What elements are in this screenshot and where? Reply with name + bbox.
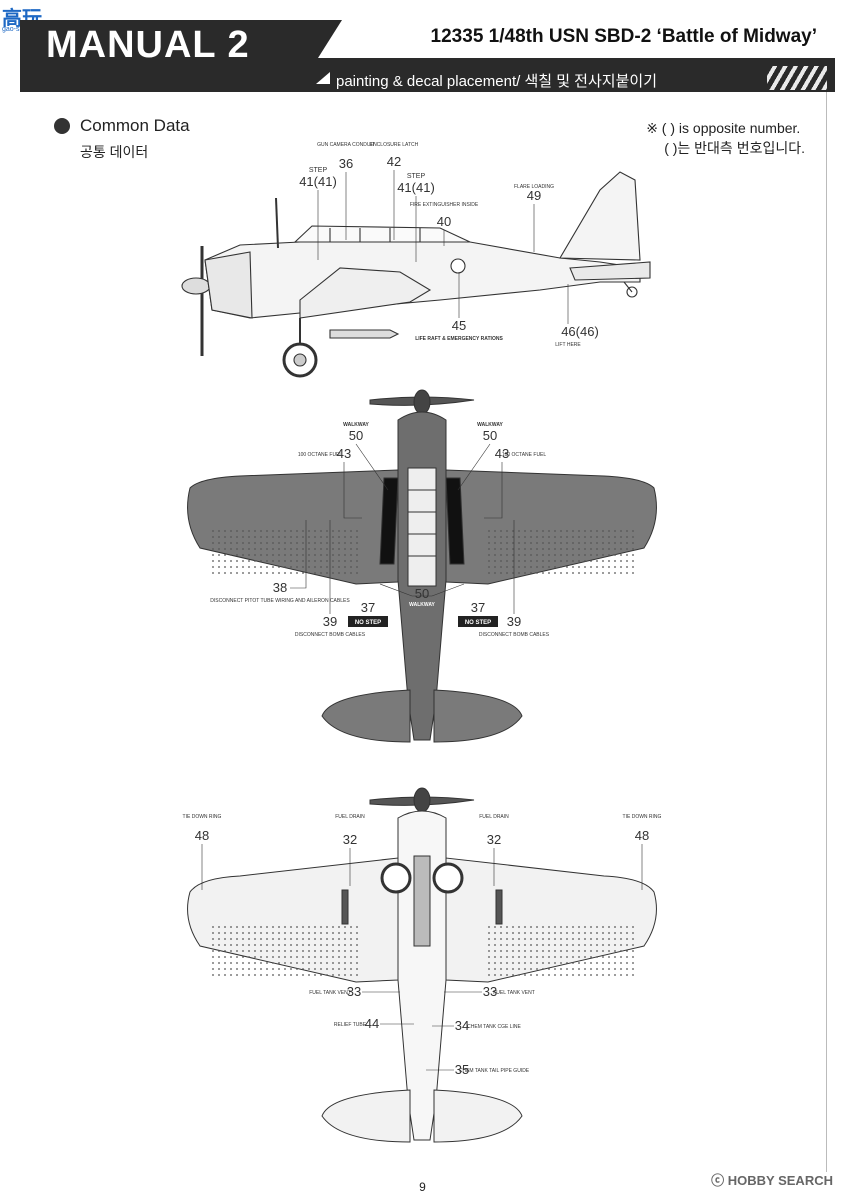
label-life-raft: LIFE RAFT & EMERGENCY RATIONS xyxy=(415,336,503,342)
label-tie-down-right: TIE DOWN RING xyxy=(623,814,662,820)
section-subtitle: painting & decal placement/ 색칠 및 전사지붙이기 xyxy=(336,73,657,90)
side-view-labels: GUN CAMERA CONDUIT 36 ENCLOSURE LATCH 42… xyxy=(299,142,599,348)
bottom-view xyxy=(187,787,657,1143)
callout-41-left: 41(41) xyxy=(299,174,337,189)
top-view xyxy=(187,389,657,743)
manual-title: MANUAL 2 xyxy=(46,24,250,66)
label-fire-extinguisher: FIRE EXTINGUISHER INSIDE xyxy=(410,202,479,208)
top-canopy xyxy=(407,467,437,587)
page-number: 9 xyxy=(419,1180,426,1194)
note-korean: ( )는 반대측 번호입니다. xyxy=(664,140,805,156)
callout-43-right: 43 xyxy=(495,446,509,461)
bottom-bomb xyxy=(413,855,431,947)
label-octane-left: 100 OCTANE FUEL xyxy=(298,452,343,458)
top-left-stabilizer xyxy=(321,689,411,743)
label-bomb-cables-left: DISCONNECT BOMB CABLES xyxy=(295,632,366,638)
callout-40: 40 xyxy=(437,214,451,229)
callout-32-right: 32 xyxy=(487,832,501,847)
triangle-marker-icon xyxy=(316,72,330,84)
label-lift-here: LIFT HERE xyxy=(555,342,581,348)
label-bomb-cables-right: DISCONNECT BOMB CABLES xyxy=(479,632,550,638)
label-relief-tube: RELIEF TUBE xyxy=(334,1022,367,1028)
page-border xyxy=(826,92,827,1172)
callout-36: 36 xyxy=(339,156,353,171)
label-chem-tank: CHEM TANK CGE LINE xyxy=(467,1024,521,1030)
label-octane-right: 100 OCTANE FUEL xyxy=(502,452,547,458)
bullet-icon xyxy=(54,118,70,134)
side-bomb xyxy=(329,329,400,339)
label-fuel-tank-right: FUEL TANK VENT xyxy=(493,990,535,996)
side-cowling xyxy=(204,251,253,319)
side-tail-fin xyxy=(559,171,641,261)
callout-50-left: 50 xyxy=(349,428,363,443)
label-gun-camera: GUN CAMERA CONDUIT xyxy=(317,142,375,148)
label-pitot-tube: DISCONNECT PITOT TUBE WIRING AND AILERON… xyxy=(210,598,350,604)
hobby-search-credit: ⓒ HOBBY SEARCH xyxy=(711,1173,833,1188)
bottom-left-wheel xyxy=(380,862,412,894)
side-spinner xyxy=(181,277,211,295)
callout-33-left: 33 xyxy=(347,984,361,999)
label-no-step-left: NO STEP xyxy=(355,620,381,626)
callout-44: 44 xyxy=(365,1016,379,1031)
label-fuel-drain-left: FUEL DRAIN xyxy=(335,814,365,820)
top-walkway-right xyxy=(445,477,465,565)
callout-33-right: 33 xyxy=(483,984,497,999)
bottom-right-wheel xyxy=(432,862,464,894)
label-enclosure-latch: ENCLOSURE LATCH xyxy=(370,142,419,148)
callout-41-right: 41(41) xyxy=(397,180,435,195)
label-chem-tail-pipe: CHEM TANK TAIL PIPE GUIDE xyxy=(459,1068,530,1074)
label-walkway-center: WALKWAY xyxy=(409,602,435,608)
label-no-step-right: NO STEP xyxy=(465,620,491,626)
side-stabilizer xyxy=(569,261,651,281)
callout-37-left: 37 xyxy=(361,600,375,615)
section-title: Common Data xyxy=(80,116,190,135)
product-title: 12335 1/48th USN SBD-2 ‘Battle of Midway… xyxy=(430,26,817,47)
callout-49: 49 xyxy=(527,188,541,203)
callout-34: 34 xyxy=(455,1018,469,1033)
callout-42: 42 xyxy=(387,154,401,169)
side-view xyxy=(181,171,651,378)
callout-43-left: 43 xyxy=(337,446,351,461)
no-step-badge-right xyxy=(458,616,498,627)
header-stripes xyxy=(767,66,827,90)
bottom-left-stabilizer xyxy=(321,1089,411,1143)
callout-48-left: 48 xyxy=(195,828,209,843)
callout-35: 35 xyxy=(455,1062,469,1077)
callout-45: 45 xyxy=(452,318,466,333)
header-banner: MANUAL 2 12335 1/48th USN SBD-2 ‘Battle … xyxy=(20,20,838,92)
callout-38: 38 xyxy=(273,580,287,595)
callout-37-right: 37 xyxy=(471,600,485,615)
section-subtitle-korean: 공통 데이터 xyxy=(80,144,149,160)
no-step-badge-left xyxy=(348,616,388,627)
top-walkway-left xyxy=(379,477,399,565)
side-canopy xyxy=(293,225,471,243)
label-fuel-drain-right: FUEL DRAIN xyxy=(479,814,509,820)
bottom-fuselage xyxy=(397,810,447,1141)
top-view-labels: WALKWAY 50 WALKWAY 50 100 OCTANE FUEL 43… xyxy=(210,422,549,638)
callout-32-left: 32 xyxy=(343,832,357,847)
label-step-left: STEP xyxy=(309,167,328,174)
callout-46: 46(46) xyxy=(561,324,599,339)
callout-50-right: 50 xyxy=(483,428,497,443)
label-tie-down-left: TIE DOWN RING xyxy=(183,814,222,820)
label-fuel-tank-left: FUEL TANK VENT xyxy=(309,990,351,996)
opposite-number-note: ※ ( ) is opposite number. ( )는 반대측 번호입니다… xyxy=(646,118,805,158)
header-title-panel xyxy=(318,20,838,58)
note-english: ※ ( ) is opposite number. xyxy=(646,120,801,136)
callout-39-left: 39 xyxy=(323,614,337,629)
label-walkway-right: WALKWAY xyxy=(477,422,503,428)
label-flare-loading: FLARE LOADING xyxy=(514,184,554,190)
bottom-view-labels: TIE DOWN RING 48 FUEL DRAIN 32 FUEL DRAI… xyxy=(183,814,662,1077)
callout-48-right: 48 xyxy=(635,828,649,843)
callout-50-center: 50 xyxy=(415,586,429,601)
label-step-right: STEP xyxy=(407,173,426,180)
top-right-stabilizer xyxy=(433,689,523,743)
bottom-right-stabilizer xyxy=(433,1089,523,1143)
label-walkway-left: WALKWAY xyxy=(343,422,369,428)
callout-39-right: 39 xyxy=(507,614,521,629)
